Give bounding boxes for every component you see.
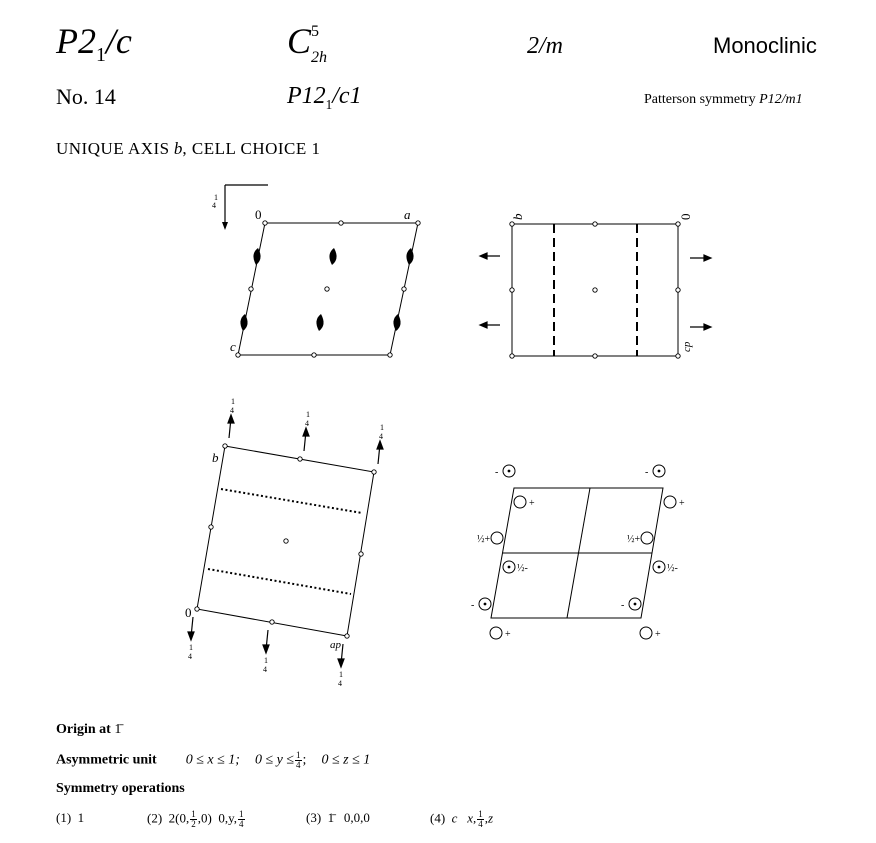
d4-cell [490,487,664,619]
d1-axis-a-label: a [404,207,411,222]
svg-text:-: - [495,467,498,478]
svg-text:14: 14 [188,643,193,661]
svg-text:+: + [505,629,511,640]
d3-origin-label: 0 [185,605,192,620]
d4-height-labels: - - + + ½+ ½+ ½- ½- - - + + [471,467,685,640]
d2-axis-c-label: cp [681,341,693,352]
patterson-symmetry: Patterson symmetry P12/m1 [644,92,803,107]
space-group-number: No. 14 [56,84,116,109]
svg-text:½-: ½- [517,563,528,574]
d1-inversion-centres [235,220,421,358]
svg-text:-: - [471,600,474,611]
d1-origin-label: 0 [255,207,262,222]
d1-screw-axes [240,248,414,331]
svg-text:½+: ½+ [627,534,641,545]
svg-text:14: 14 [263,656,268,674]
crystal-system: Monoclinic [713,33,817,58]
d2-screw-arrows [478,252,713,331]
d3-screw-arrows [187,413,384,669]
svg-text:14: 14 [379,423,384,441]
d3-inversion-centres [194,443,377,639]
symop-1: (1) 1 [56,810,85,825]
schoenflies-symbol: C 5 2h [287,21,328,66]
d4-positions [478,464,677,640]
d3-glide-plane-1 [220,488,363,514]
svg-text:½-: ½- [667,563,678,574]
svg-text:+: + [655,629,661,640]
symop-3: (3) 1̄ 0,0,0 [306,810,370,825]
svg-text:14: 14 [230,397,235,415]
d1-axis-c-label: c [230,339,236,354]
d1-axis-arrow [222,222,228,230]
full-symbol: P121/c1 [287,83,362,112]
svg-text:+: + [679,498,685,509]
d4-comma-marks [483,469,661,606]
svg-text:-: - [621,600,624,611]
point-group: 2/m [527,33,563,59]
d3-axis-b-label: b [212,450,219,465]
svg-text:14: 14 [305,410,310,428]
origin-line: Origin at 1̄ [56,722,122,737]
space-group-symbol: P21/c [56,21,132,67]
svg-text:½+: ½+ [477,534,491,545]
d3-glide-plane-2 [207,568,352,595]
d3-axis-a-label: ap [330,639,342,651]
svg-text:+: + [529,498,535,509]
symmetry-operations-title: Symmetry operations [56,781,185,796]
setting-line: UNIQUE AXIS b, CELL CHOICE 1 [56,139,321,158]
d2-inversion-centres [509,221,681,359]
d2-axis-b-label: b [510,213,525,220]
svg-text:14: 14 [338,670,343,688]
svg-text:-: - [645,467,648,478]
d2-origin-label: 0 [678,214,693,221]
